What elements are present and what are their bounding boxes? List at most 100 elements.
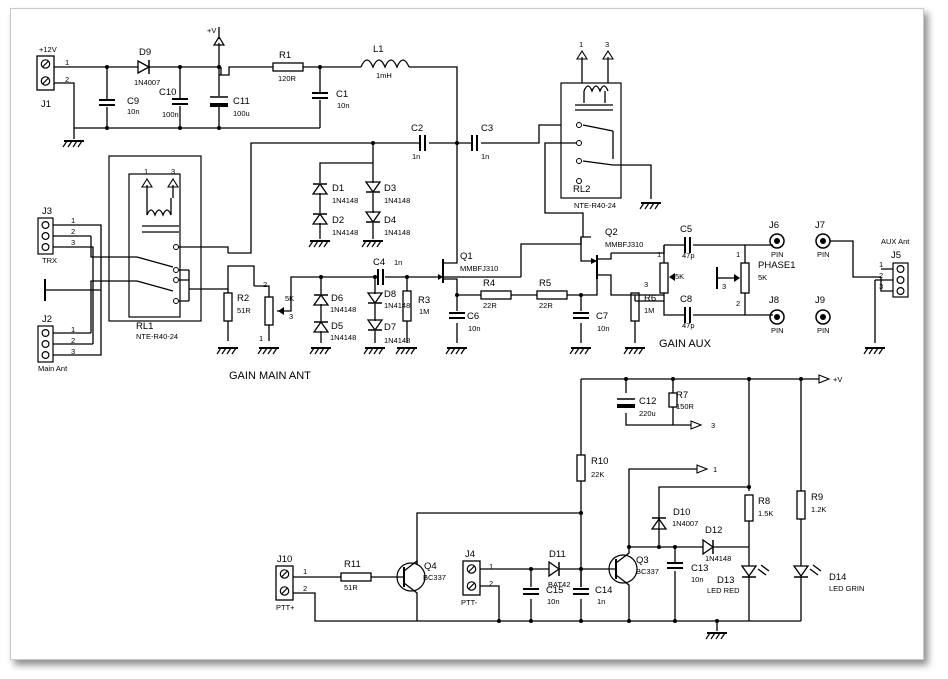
gain-main-pot-pin-2: 2 — [263, 280, 267, 289]
d1-value: 1N4148 — [332, 196, 358, 205]
r8-ref: R8 — [758, 496, 770, 507]
q4-transistor: Q4 BC337 — [396, 559, 446, 621]
r9-ref: R9 — [811, 492, 823, 503]
c15-ref: C15 — [546, 585, 563, 596]
rl2-relay: 1 3 RL2 NTE-R40-24 — [560, 40, 622, 210]
schematic-diagram: J1 +12V 1 2 D9 1N4007 C9 10n C10 100n C1… — [36, 26, 910, 640]
r11-value: 51R — [344, 583, 358, 592]
c7-ref: C7 — [596, 311, 608, 322]
c13-capacitor: C13 10n — [666, 562, 708, 584]
d13-ref: D13 — [717, 575, 734, 586]
d10-diode: D10 1N4007 — [650, 507, 698, 530]
j6-ref: J6 — [769, 220, 779, 231]
j2-pin-3: 3 — [71, 347, 75, 356]
c9-capacitor: C9 10n — [98, 96, 140, 116]
j2-name: Main Ant — [38, 364, 68, 373]
q4-ref: Q4 — [424, 561, 437, 572]
d5-ref: D5 — [331, 321, 343, 332]
phase-pot-pin-1: 1 — [736, 250, 740, 259]
c15-value: 10n — [547, 597, 560, 606]
j9-ref: J9 — [815, 295, 825, 306]
d6-ref: D6 — [331, 293, 343, 304]
c14-ref: C14 — [595, 585, 612, 596]
d2-value: 1N4148 — [332, 228, 358, 237]
j5-name: AUX Ant — [881, 237, 910, 246]
rl2-value: NTE-R40-24 — [574, 201, 616, 210]
gain-main-pot-pin-1: 1 — [259, 334, 263, 343]
c11-value: 100u — [233, 109, 250, 118]
gain-aux-pot-value: 5K — [675, 272, 684, 281]
j8-value: PIN — [771, 326, 784, 335]
c2-value: 1n — [412, 152, 420, 161]
r6-resistor: R6 1M — [630, 292, 656, 322]
c9-value: 10n — [127, 107, 140, 116]
r7-resistor: R7 150R — [668, 390, 695, 411]
r5-value: 22R — [539, 301, 553, 310]
r9-resistor: R9 1.2K — [796, 490, 826, 520]
c10-value: 100n — [162, 110, 179, 119]
c2-capacitor: C2 1n — [411, 123, 426, 161]
r10-value: 22K — [591, 470, 604, 479]
r2-ref: R2 — [237, 293, 249, 304]
j5-ref: J5 — [891, 250, 901, 261]
r10-resistor: R10 22K — [576, 454, 608, 482]
c5-capacitor: C5 47p — [680, 224, 695, 260]
phase-pot-ref: PHASE1 — [758, 260, 796, 271]
c14-capacitor: C14 1n — [572, 585, 612, 606]
j3-name: TRX — [42, 256, 57, 265]
c2-ref: C2 — [411, 123, 423, 134]
rl2-tag-1: 1 — [579, 40, 583, 49]
d9-ref: D9 — [139, 47, 151, 58]
l1-value: 1mH — [376, 71, 392, 80]
c12-capacitor: C12 220u — [617, 396, 656, 418]
q4-value: BC337 — [423, 573, 446, 582]
r3-ref: R3 — [418, 295, 430, 306]
gain-aux-pot-pin-1: 1 — [657, 250, 661, 259]
c9-ref: C9 — [127, 96, 139, 107]
c6-capacitor: C6 10n — [448, 311, 481, 333]
c1-capacitor: C1 10n — [311, 89, 350, 110]
vplus-top-arrow — [212, 35, 226, 46]
vplus-right-label: +V — [833, 375, 842, 384]
d13-led: D13 LED RED — [707, 564, 770, 595]
d10-ref: D10 — [673, 507, 690, 518]
c12-ref: C12 — [639, 396, 656, 407]
c4-value: 1n — [394, 258, 402, 267]
j7-ref: J7 — [815, 220, 825, 231]
r5-ref: R5 — [539, 278, 551, 289]
j8-pin — [769, 309, 785, 325]
d4-ref: D4 — [384, 215, 396, 226]
rl1-tag-3: 3 — [171, 167, 175, 176]
d4-value: 1N4148 — [384, 228, 410, 237]
d7-ref: D7 — [384, 322, 396, 333]
j9-value: PIN — [817, 326, 830, 335]
j4-pin-1: 1 — [489, 562, 493, 571]
c14-value: 1n — [597, 597, 605, 606]
rl2-ref: RL2 — [573, 184, 590, 195]
d2-ref: D2 — [332, 215, 344, 226]
d14-value: LED GRIN — [829, 584, 864, 593]
c3-capacitor: C3 1n — [471, 123, 493, 161]
j4-ref: J4 — [465, 549, 475, 560]
r8-value: 1.5K — [758, 509, 773, 518]
q1-jfet: Q1 MMBFJ310 — [437, 251, 498, 295]
q3-ref: Q3 — [636, 555, 649, 566]
c10-ref: C10 — [159, 87, 176, 98]
gain-aux-label: GAIN AUX — [659, 338, 712, 350]
c15-capacitor: C15 10n — [522, 585, 563, 606]
r7-ref: R7 — [676, 390, 688, 401]
j2-pin-1: 1 — [71, 325, 75, 334]
r10-ref: R10 — [591, 456, 608, 467]
q2-jfet: Q2 MMBFJ310 — [580, 227, 664, 296]
j3-ref: J3 — [42, 206, 52, 217]
r7-value: 150R — [676, 402, 695, 411]
j10-connector: J10 PTT+ 1 2 — [275, 554, 307, 612]
l1-ref: L1 — [373, 44, 384, 55]
j6-pin — [769, 233, 785, 249]
gain-main-pot: 5K 2 1 3 — [254, 276, 321, 343]
c11-capacitor: C11 100u — [210, 96, 250, 118]
c11-ref: C11 — [233, 96, 250, 107]
d12-ref: D12 — [705, 525, 722, 536]
q1-ref: Q1 — [460, 251, 473, 262]
r6-value: 1M — [644, 306, 654, 315]
